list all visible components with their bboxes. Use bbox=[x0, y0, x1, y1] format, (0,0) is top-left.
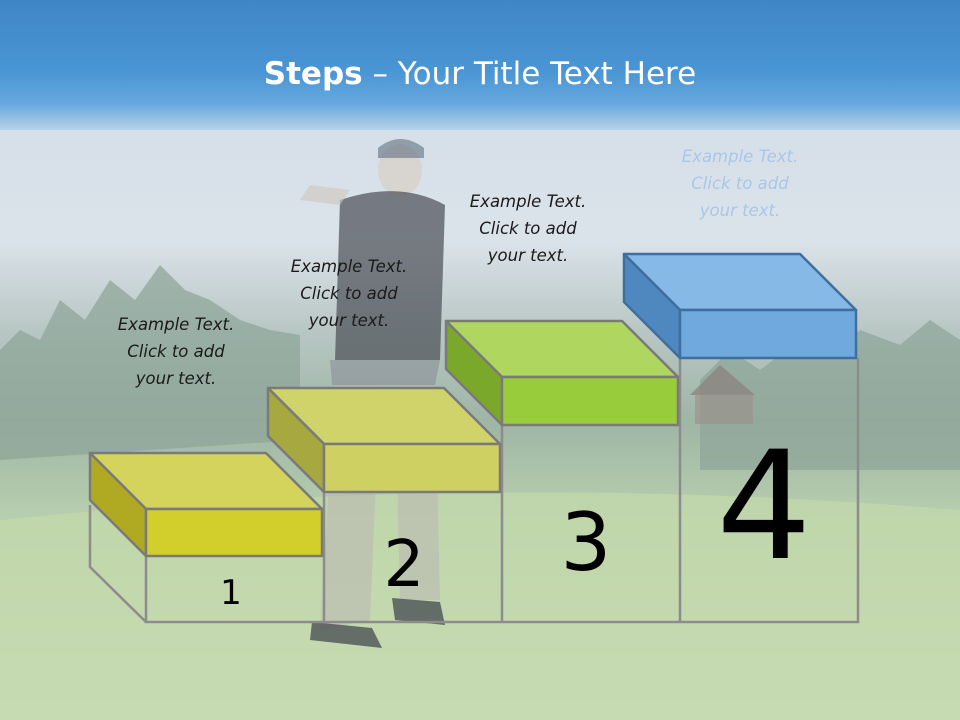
caption-line: Click to add bbox=[479, 219, 577, 238]
step-block-3[interactable] bbox=[444, 319, 680, 427]
step-number-3: 3 bbox=[561, 496, 612, 589]
slide-title[interactable]: Steps – Your Title Text Here bbox=[0, 56, 960, 92]
caption-line: Click to add bbox=[127, 342, 225, 361]
caption-line: Click to add bbox=[691, 174, 789, 193]
caption-line: Example Text. bbox=[469, 192, 587, 211]
step-number-1: 1 bbox=[220, 573, 242, 613]
caption-line: your text. bbox=[135, 369, 217, 388]
step-number-4: 4 bbox=[716, 420, 811, 594]
caption-line: your text. bbox=[308, 311, 390, 330]
step-caption-2[interactable]: Example Text. Click to add your text. bbox=[269, 253, 429, 334]
step-caption-3[interactable]: Example Text. Click to add your text. bbox=[448, 188, 608, 269]
caption-line: your text. bbox=[699, 201, 781, 220]
caption-line: Example Text. bbox=[290, 257, 408, 276]
step-block-2[interactable] bbox=[266, 386, 502, 494]
step-caption-1[interactable]: Example Text. Click to add your text. bbox=[96, 311, 256, 392]
title-bold: Steps bbox=[263, 56, 363, 92]
caption-line: Example Text. bbox=[117, 315, 235, 334]
caption-line: Example Text. bbox=[681, 147, 799, 166]
caption-line: your text. bbox=[487, 246, 569, 265]
column-side-1 bbox=[88, 505, 147, 623]
step-block-1[interactable] bbox=[88, 451, 324, 558]
title-bar bbox=[0, 0, 960, 130]
caption-line: Click to add bbox=[300, 284, 398, 303]
step-columns bbox=[88, 358, 860, 624]
title-rest: – Your Title Text Here bbox=[362, 56, 697, 92]
step-number-2: 2 bbox=[384, 528, 425, 602]
step-block-4[interactable] bbox=[622, 252, 858, 360]
step-caption-4[interactable]: Example Text. Click to add your text. bbox=[660, 143, 820, 224]
